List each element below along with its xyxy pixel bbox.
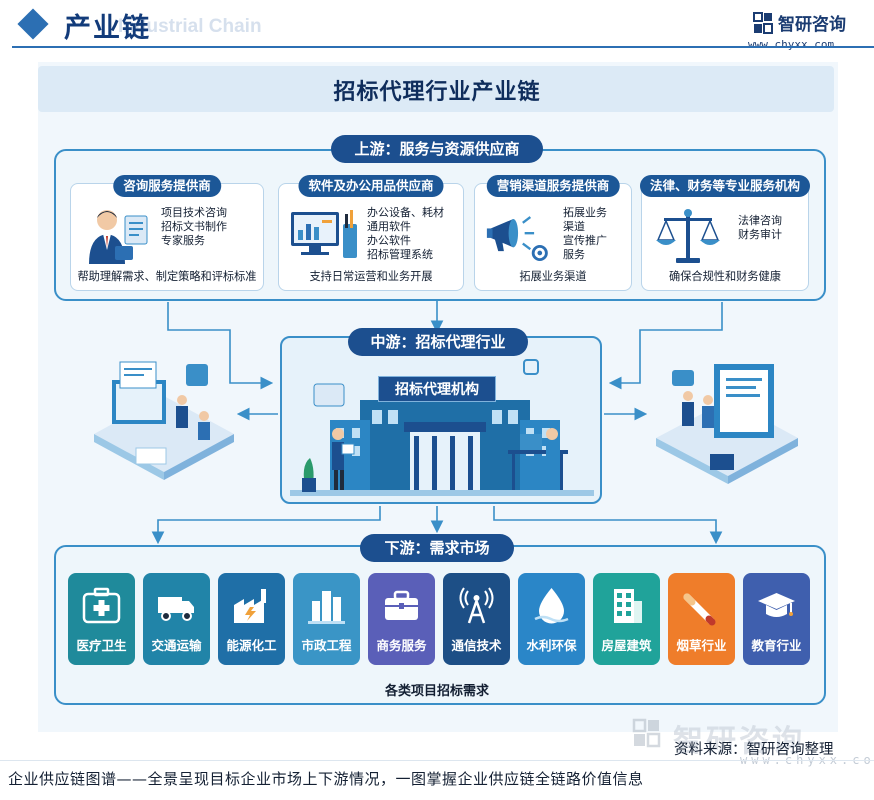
market-tile-water: 水利环保 [518, 573, 585, 665]
market-tile-label: 通信技术 [451, 638, 502, 653]
main-title-bar [38, 66, 834, 112]
card-bullet: 财务审计 [738, 228, 782, 241]
brand-logo-icon [753, 12, 773, 34]
market-tile-tobacco: 烟草行业 [668, 573, 735, 665]
card-bullet: 拓展业务 [563, 206, 607, 219]
card-caption: 支持日常运营和业务开展 [309, 270, 433, 283]
card-title: 咨询服务提供商 [113, 175, 221, 197]
watermark-text: 智研咨询 [673, 724, 805, 759]
page-title: 产业链 [64, 13, 151, 44]
cigarette-icon [683, 593, 716, 626]
card-bullets: 拓展业务 渠道 宣传推广 服务 [563, 206, 629, 262]
watermark-logo-icon [632, 718, 661, 748]
market-tile-municipal: 市政工程 [293, 573, 360, 665]
card-bullets: 办公设备、耗材 通用软件 办公软件 招标管理系统 [367, 206, 467, 262]
card-bullets: 法律咨询 财务审计 [738, 214, 838, 242]
card-bullet: 办公设备、耗材 [367, 206, 444, 219]
market-tile-label: 烟草行业 [676, 638, 727, 653]
computer-icon [291, 210, 357, 258]
market-tile-label: 市政工程 [301, 638, 352, 653]
upstream-card-marketing: 营销渠道服务提供商 拓展业务 渠道 宣传推广 服务 拓展业务渠道 [474, 175, 632, 291]
demand-label: 各类项目招标需求 [384, 684, 489, 699]
card-bullet: 办公软件 [367, 234, 411, 247]
megaphone-icon [486, 216, 548, 262]
factory-icon [234, 589, 266, 623]
header-divider [12, 46, 874, 48]
card-title: 法律、财务等专业服务机构 [639, 175, 811, 197]
city-icon [308, 591, 345, 624]
medical-kit-icon [82, 587, 121, 624]
market-tile-telecom: 通信技术 [443, 573, 510, 665]
market-tile-label: 商务服务 [376, 638, 427, 653]
card-bullet: 通用软件 [367, 220, 411, 233]
market-tile-label: 房屋建筑 [601, 638, 652, 653]
market-tile-label: 交通运输 [151, 638, 202, 653]
market-tile-label: 水利环保 [526, 638, 577, 653]
market-tile-energy: 能源化工 [218, 573, 285, 665]
card-bullet: 项目技术咨询 [161, 206, 227, 219]
office-left-illustration [94, 361, 234, 480]
card-bullets: 项目技术咨询 招标文书制作 专家服务 [161, 206, 261, 248]
agency-building-illustration [290, 359, 594, 496]
footer-divider [0, 760, 874, 761]
brand-name: 智研咨询 [778, 15, 846, 35]
market-tile-business: 商务服务 [368, 573, 435, 665]
page-header: Industrial Chain 产业链 智研咨询 www.chyxx.com [0, 0, 874, 62]
upstream-card-legal-finance: 法律、财务等专业服务机构 法律咨询 财务审计 确保合规性和财务健康 [639, 175, 811, 291]
card-bullet: 服务 [563, 248, 585, 261]
consultant-icon [89, 210, 148, 264]
market-tile-transport: 交通运输 [143, 573, 210, 665]
upstream-card-software: 软件及办公用品供应商 办公设备、耗材 通用软件 办公软件 招标管理系统 支持日常… [278, 175, 467, 291]
market-tile-medical: 医疗卫生 [68, 573, 135, 665]
agency-label: 招标代理机构 [378, 376, 496, 402]
market-tile-education: 教育行业 [743, 573, 810, 665]
graduation-cap-icon [758, 593, 795, 617]
midstream-label: 中游：招标代理行业 [348, 328, 528, 356]
footer-caption: 企业供应链图谱——全景呈现目标企业市场上下游情况，一图掌握企业供应链全链路价值信… [8, 770, 644, 788]
card-title: 营销渠道服务提供商 [486, 175, 620, 197]
source-note: 资料来源：智研咨询整理 [674, 742, 834, 758]
downstream-label: 下游：需求市场 [360, 534, 514, 562]
card-caption: 确保合规性和财务健康 [669, 270, 781, 283]
building-icon [614, 589, 642, 623]
header-english-subtitle: Industrial Chain [118, 16, 262, 37]
antenna-icon [459, 587, 494, 624]
card-bullet: 宣传推广 [563, 234, 607, 247]
truck-icon [158, 597, 194, 621]
market-tile-label: 教育行业 [751, 638, 802, 653]
market-tile-label: 能源化工 [226, 638, 277, 653]
card-title: 软件及办公用品供应商 [298, 175, 444, 197]
card-bullet: 招标管理系统 [367, 248, 433, 261]
upstream-card-consulting: 咨询服务提供商 项目技术咨询 招标文书制作 专家服务 帮助理解需求、制定策略和评… [70, 175, 264, 291]
market-tile-label: 医疗卫生 [76, 638, 127, 653]
scales-icon [656, 209, 720, 263]
water-drop-icon [534, 588, 569, 624]
market-tile-construction: 房屋建筑 [593, 573, 660, 665]
card-caption: 拓展业务渠道 [519, 270, 587, 283]
card-bullet: 法律咨询 [738, 214, 782, 227]
card-caption: 帮助理解需求、制定策略和评标标准 [77, 270, 257, 283]
office-right-illustration [656, 364, 798, 484]
card-bullet: 渠道 [563, 220, 585, 233]
briefcase-icon [385, 590, 418, 620]
main-title: 招标代理行业产业链 [333, 80, 541, 105]
card-bullet: 专家服务 [161, 234, 205, 247]
card-bullet: 招标文书制作 [161, 220, 227, 233]
upstream-label: 上游：服务与资源供应商 [331, 135, 543, 163]
